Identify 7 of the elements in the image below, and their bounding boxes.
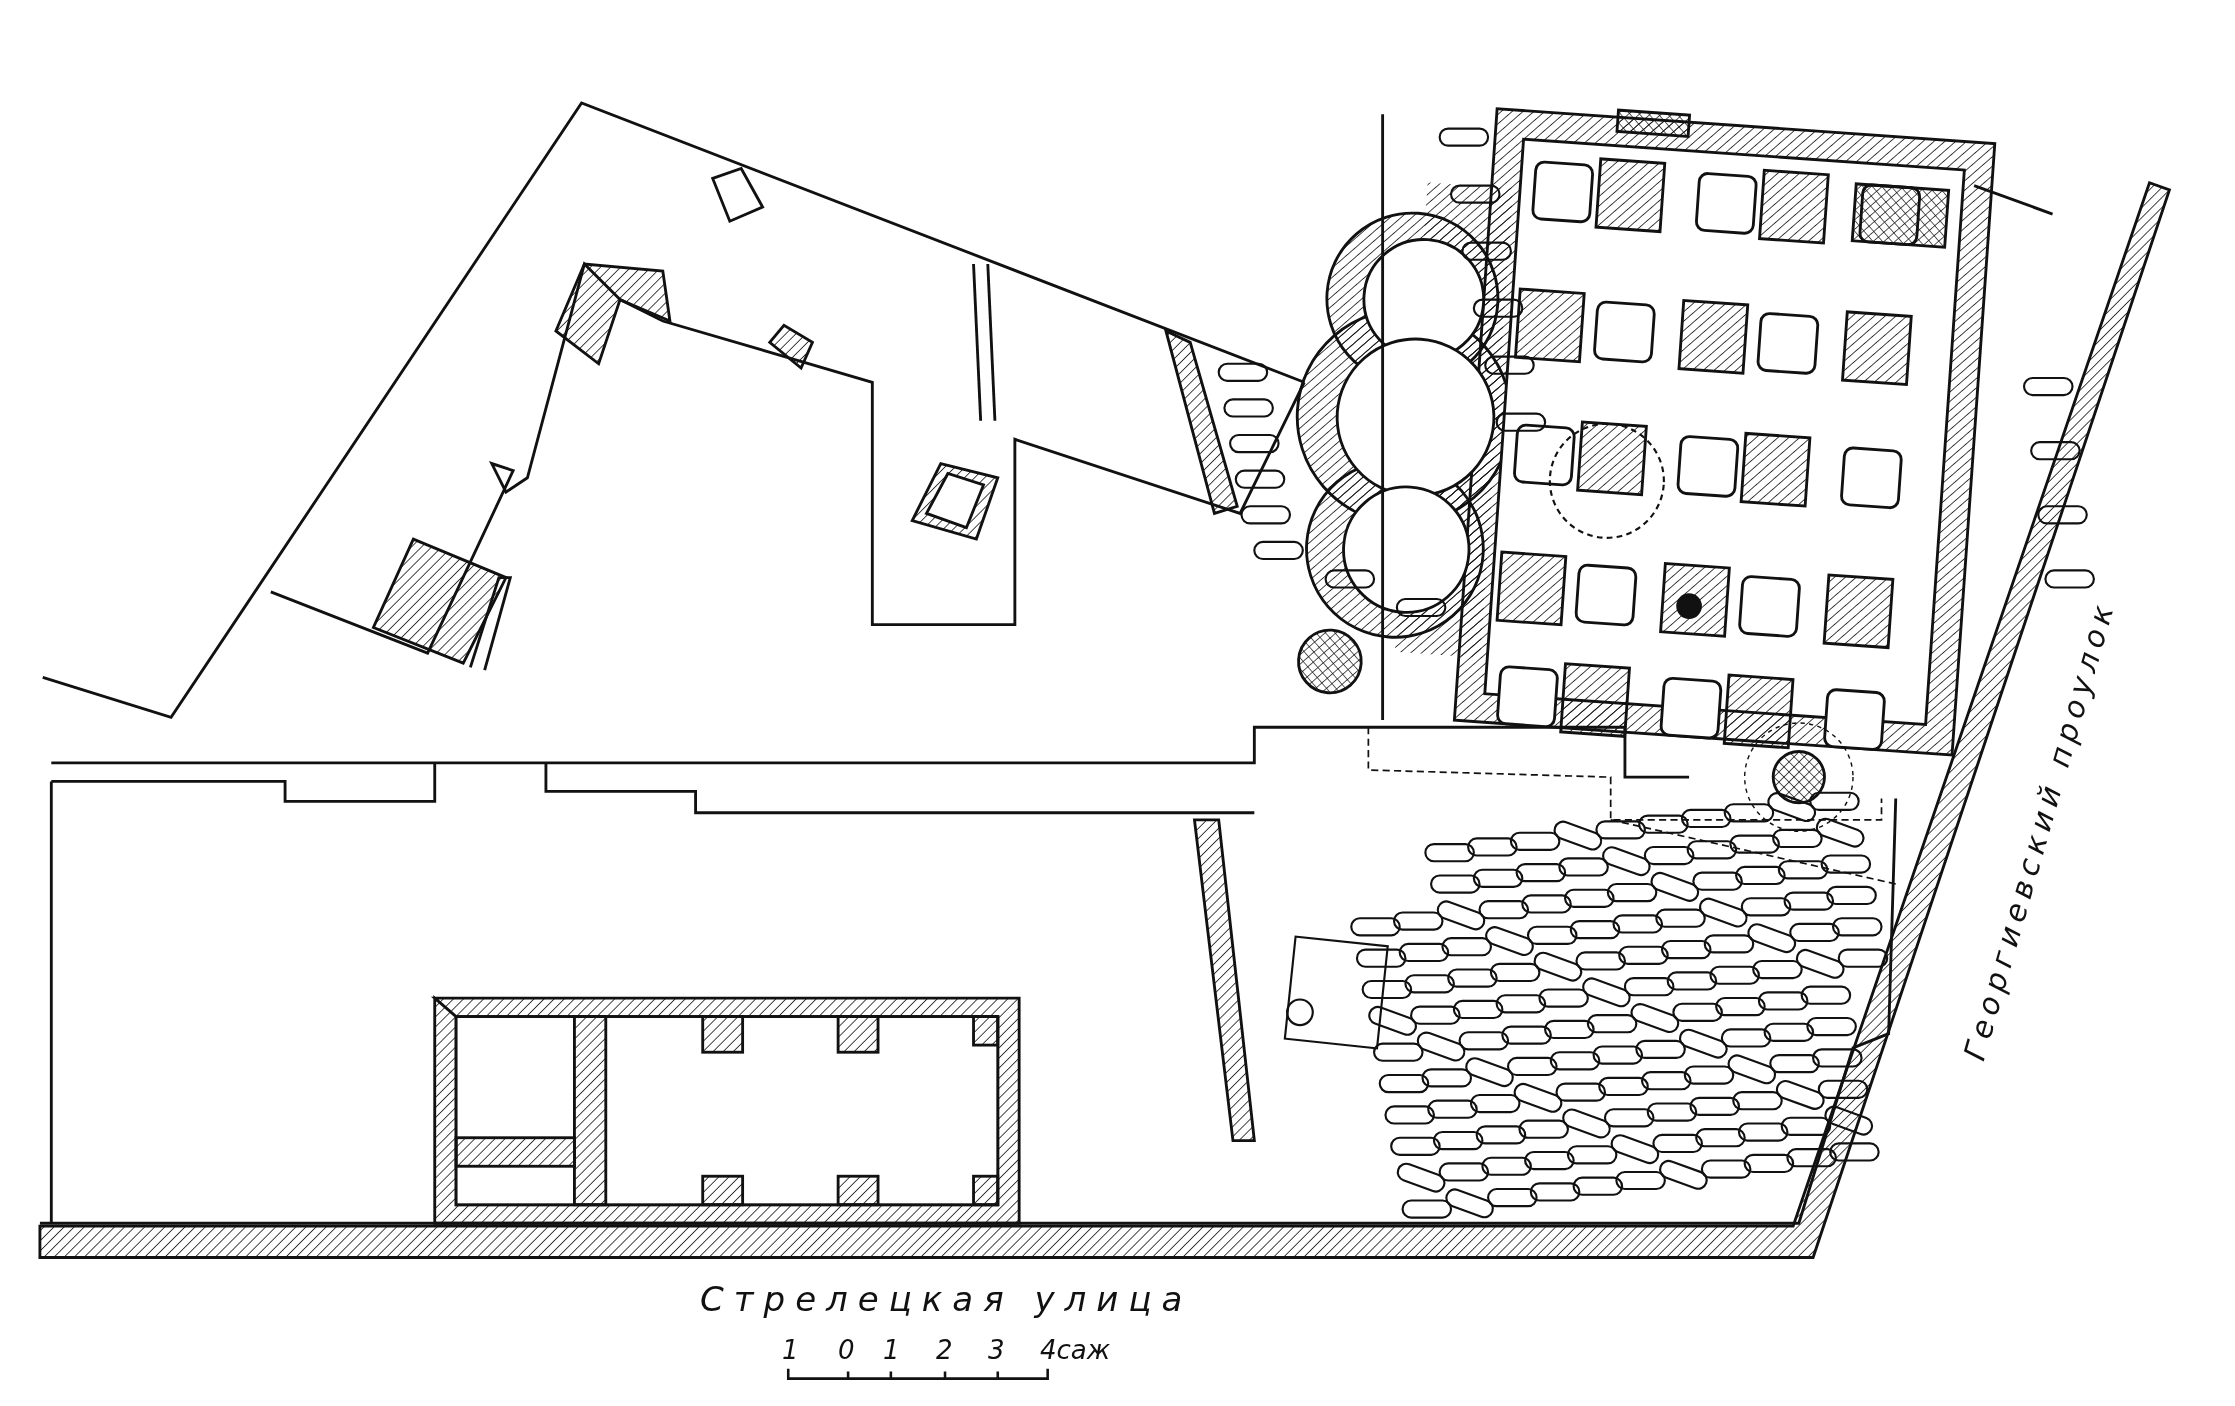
scale-unit-label: 4саж [1040,1337,1111,1363]
street-name: Стрелецкая улица [700,1282,1193,1316]
scale-number: 1 [782,1337,799,1363]
scale-number: 1 [883,1337,900,1363]
scale-number: 0 [838,1337,855,1363]
scale-number: 2 [936,1337,953,1363]
scale-number: 3 [988,1337,1005,1363]
